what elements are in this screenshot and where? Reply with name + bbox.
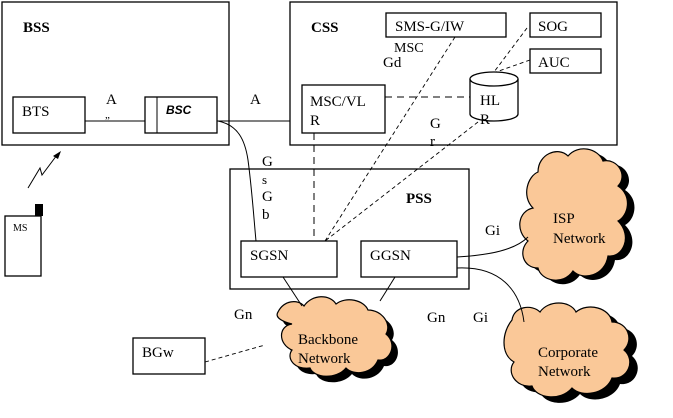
radio-link-icon	[27, 151, 61, 189]
gn-right-label: Gn	[427, 310, 446, 326]
gr-label-2: r	[430, 134, 435, 150]
mobile-station-icon	[4, 204, 43, 277]
sog-node	[529, 12, 602, 38]
gb-label-2: s	[262, 172, 267, 187]
hlr-label-2: R	[480, 112, 490, 128]
gi-corporate-link	[456, 267, 525, 323]
msc-vlr-node	[301, 84, 386, 134]
sgsn-node	[240, 240, 338, 278]
msc-vlr-label-1: MSC/VL	[310, 94, 366, 110]
abis-label: A	[106, 92, 117, 108]
corporate-label-2: Network	[538, 364, 591, 380]
gd-label: Gd	[383, 55, 402, 71]
gn-left-label: Gn	[234, 307, 253, 323]
isp-label-2: Network	[553, 231, 606, 247]
backbone-label-1: Backbone	[298, 332, 358, 348]
abis-label-sub: „	[105, 109, 110, 121]
ms-label: MS	[13, 223, 27, 234]
msc-vlr-label-2: R	[310, 113, 320, 129]
bss-title: BSS	[23, 20, 50, 36]
backbone-network-cloud	[276, 296, 398, 383]
bts-node	[12, 96, 86, 134]
auc-hlr-link	[495, 59, 531, 73]
backbone-label-2: Network	[298, 351, 351, 367]
corporate-label-1: Corporate	[538, 345, 598, 361]
auc-node	[529, 48, 602, 74]
isp-network-cloud	[519, 148, 635, 285]
bts-label: BTS	[22, 104, 50, 120]
sms-gateway-node	[385, 12, 507, 38]
sog-label: SOG	[538, 19, 568, 35]
database-cylinder-icon	[469, 71, 519, 122]
bgw-backbone-link	[204, 344, 266, 363]
gr-link	[324, 121, 479, 242]
gb-label-1: G	[262, 154, 273, 170]
ggsn-backbone-link	[379, 276, 396, 302]
ggsn-label: GGSN	[370, 248, 411, 264]
gd-link	[324, 36, 456, 242]
hlr-label-1: HL	[480, 93, 500, 109]
a-label: A	[250, 92, 261, 108]
pss-title: PSS	[406, 191, 432, 207]
bgw-node	[132, 337, 206, 375]
gi-isp-label: Gi	[485, 223, 500, 239]
gi-isp-link	[456, 236, 529, 258]
sgsn-label: SGSN	[250, 248, 289, 264]
sgsn-backbone-link	[282, 276, 303, 307]
bsc-label: BSC	[166, 103, 192, 117]
bgw-label: BGw	[142, 345, 174, 361]
gi-corporate-label: Gi	[473, 310, 488, 326]
corporate-network-cloud	[503, 302, 638, 403]
gr-label-1: G	[430, 116, 441, 132]
sog-hlr-link	[493, 27, 528, 73]
auc-label: AUC	[538, 55, 570, 71]
gb-label-4: b	[262, 207, 270, 223]
gb-label-3: G	[262, 189, 273, 205]
sms-msc-label: MSC	[394, 41, 424, 56]
gb-link	[217, 120, 257, 242]
css-title: CSS	[311, 20, 339, 36]
sms-gateway-label: SMS-G/IW	[395, 19, 465, 35]
ggsn-node	[360, 240, 458, 278]
isp-label-1: ISP	[553, 211, 575, 227]
